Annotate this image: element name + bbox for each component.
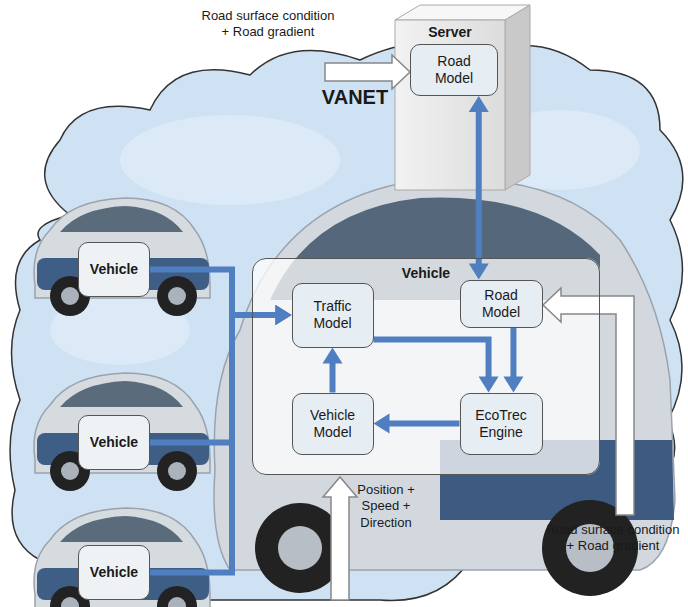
box-label: Vehicle — [90, 261, 138, 278]
connector-line — [476, 109, 482, 267]
arrow-head — [469, 96, 489, 112]
box-label: Vehicle — [90, 434, 138, 451]
connector — [503, 328, 523, 393]
car-illustration — [34, 508, 210, 607]
arrow-head — [276, 305, 292, 325]
engine-box: EcoTrec Engine — [460, 393, 543, 455]
connector-line — [510, 328, 516, 380]
server-tower — [395, 5, 530, 190]
input-label: Position + Speed + Direction — [356, 482, 416, 531]
connector-line — [150, 315, 279, 573]
model-box: Road Model — [410, 44, 498, 96]
arrow-head — [276, 305, 292, 325]
model-box: Road Model — [460, 280, 543, 328]
car-illustration — [34, 198, 210, 316]
connector — [374, 340, 499, 393]
box-label: EcoTrec Engine — [467, 407, 536, 441]
server-node: ServerRoad Model — [395, 20, 505, 190]
node-title: Vehicle — [253, 265, 599, 281]
input-label: Road surface condition + Road gradient — [545, 522, 681, 555]
box-label: Vehicle Model — [299, 407, 367, 441]
node-title: Server — [395, 24, 505, 40]
box-label: Vehicle — [90, 564, 138, 581]
node-title: VANET — [305, 86, 405, 109]
connector-line — [330, 360, 336, 392]
arrow-head — [503, 377, 523, 393]
connector — [150, 270, 292, 326]
arrow-head — [469, 264, 489, 280]
model-box: Vehicle Model — [292, 393, 374, 455]
connector — [469, 96, 489, 280]
input-arrow — [543, 288, 634, 515]
connector-line — [150, 315, 279, 443]
arrow-head — [323, 348, 343, 364]
connector-line — [150, 270, 279, 316]
car-illustration — [34, 373, 210, 491]
box-label: Road Model — [467, 287, 536, 321]
model-box: Traffic Model — [292, 283, 374, 348]
box-label: Road Model — [417, 53, 491, 87]
connector-line — [386, 421, 459, 427]
connector — [323, 348, 343, 393]
box-label: Traffic Model — [299, 298, 367, 332]
connector-line — [374, 340, 489, 380]
input-label: Road surface condition + Road gradient — [200, 8, 336, 41]
vehicle-box: Vehicle — [78, 242, 150, 297]
vehicle-box: Vehicle — [78, 415, 150, 470]
vehicle-panel: VehicleTraffic Model Road ModelVehicle Mo… — [252, 258, 600, 475]
vehicle-box: Vehicle — [78, 545, 150, 600]
arrow-head — [276, 305, 292, 325]
arrow-head — [479, 377, 499, 393]
connector — [150, 305, 292, 443]
input-arrow — [323, 477, 357, 600]
panel-ground — [252, 258, 600, 475]
vanet-region: VANETVehicleTraffic ModelRoad ModelVehic… — [0, 30, 688, 607]
connector — [150, 305, 292, 573]
arrow-head — [374, 414, 390, 434]
connector — [374, 414, 460, 434]
input-arrow — [325, 55, 410, 89]
